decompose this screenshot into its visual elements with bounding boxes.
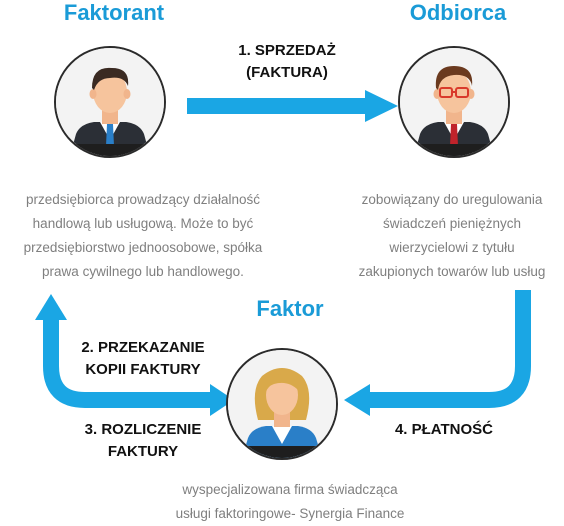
arrow-transfer — [35, 294, 234, 416]
faktorant-title: Faktorant — [63, 0, 165, 25]
step-1-line-2: (FAKTURA) — [246, 64, 328, 81]
odbiorca-title: Odbiorca — [409, 0, 507, 25]
faktor-description-line: wyspecjalizowana firma świadcząca — [182, 482, 398, 497]
odbiorca-description-line: zobowiązany do uregulowania — [361, 192, 543, 207]
faktor-title: Faktor — [256, 296, 324, 321]
odbiorca-description: zobowiązany do uregulowania świadczeń pi… — [340, 188, 564, 284]
faktorant-avatar — [54, 46, 166, 158]
step-3-label: 3. ROZLICZENIE FAKTURY — [68, 419, 218, 463]
faktor-avatar — [226, 348, 338, 460]
faktorant-description-line: przedsiębiorstwo jednoosobowe, spółka — [23, 240, 263, 255]
faktorant-description-line: przedsiębiorca prowadzący działalność — [25, 192, 261, 207]
odbiorca-description-line: zakupionych towarów lub usług — [358, 264, 546, 279]
step-2-line-2: KOPII FAKTURY — [85, 361, 201, 378]
faktorant-description-line: handlową lub usługową. Może to być — [32, 216, 254, 231]
odbiorca-avatar — [398, 46, 510, 158]
arrow-payment — [344, 290, 531, 416]
step-3-line-2: FAKTURY — [107, 443, 179, 460]
arrow-sale — [187, 90, 398, 122]
step-2-label: 2. PRZEKAZANIE KOPII FAKTURY — [68, 337, 218, 381]
faktorant-description-line: prawa cywilnego lub handlowego. — [42, 264, 244, 279]
faktorant-description: przedsiębiorca prowadzący działalność ha… — [0, 188, 286, 284]
faktor-description: wyspecjalizowana firma świadcząca usługi… — [140, 478, 440, 526]
odbiorca-description-line: świadczeń pieniężnych — [382, 216, 522, 231]
step-3-line-1: 3. ROZLICZENIE — [84, 421, 202, 438]
step-1-line-1: 1. SPRZEDAŻ — [238, 42, 336, 59]
step-2-line-1: 2. PRZEKAZANIE — [81, 339, 205, 356]
businessman-icon — [56, 48, 164, 156]
step-4-label: 4. PŁATNOŚĆ — [374, 419, 514, 441]
businesswoman-icon — [228, 350, 336, 458]
step-4-line-1: 4. PŁATNOŚĆ — [394, 421, 494, 438]
faktor-description-line: usługi faktoringowe- Synergia Finance — [175, 506, 405, 521]
odbiorca-description-line: wierzycielowi z tytułu — [389, 240, 515, 255]
businessman-glasses-icon — [400, 48, 508, 156]
step-1-label: 1. SPRZEDAŻ (FAKTURA) — [212, 40, 362, 84]
